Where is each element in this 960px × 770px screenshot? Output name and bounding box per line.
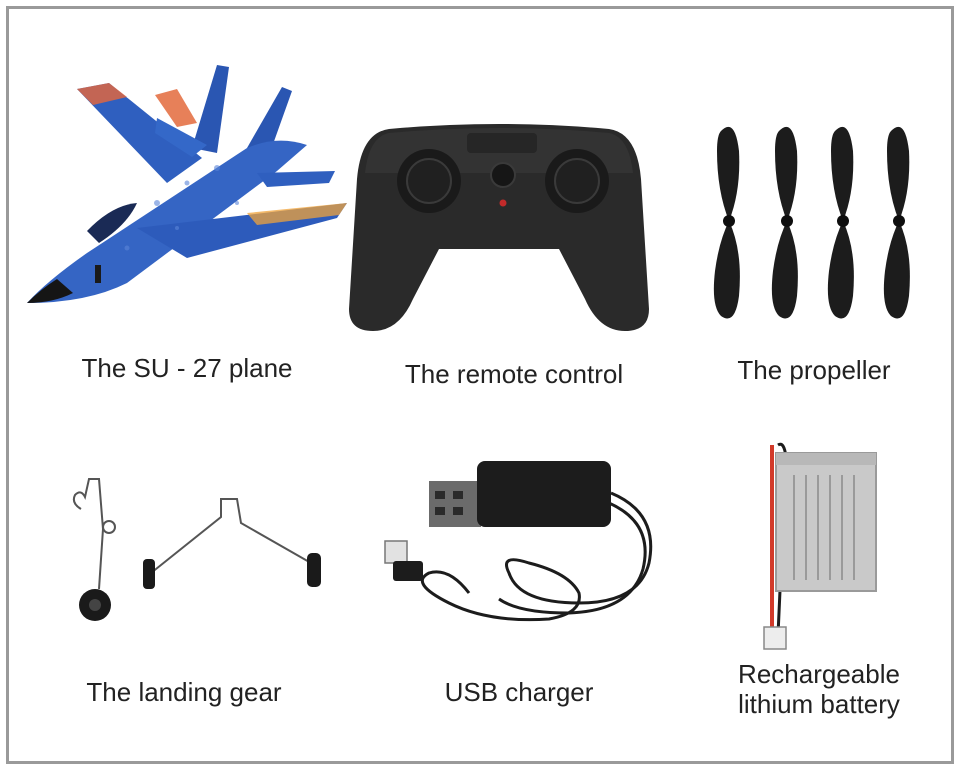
propeller-image xyxy=(713,126,910,319)
battery-item xyxy=(734,435,884,655)
landing-gear-caption: The landing gear xyxy=(86,677,282,707)
propeller-caption: The propeller xyxy=(737,355,891,385)
plane-item xyxy=(17,53,357,313)
remote-item xyxy=(349,119,649,334)
product-frame: The SU - 27 plane The remote control xyxy=(6,6,954,764)
battery-image xyxy=(763,442,877,650)
propeller-1 xyxy=(713,126,740,319)
usb-charger-caption: USB charger xyxy=(444,677,594,707)
remote-control-image xyxy=(349,124,649,331)
battery-caption-line1: Rechargeable xyxy=(738,659,900,689)
plane-caption: The SU - 27 plane xyxy=(81,353,293,383)
landing-gear-image xyxy=(72,478,321,621)
landing-gear-item xyxy=(59,469,349,634)
remote-caption: The remote control xyxy=(404,359,624,389)
propeller-item xyxy=(699,121,924,326)
usb-charger-item xyxy=(369,453,669,638)
usb-charger-image xyxy=(384,461,653,622)
propeller-2 xyxy=(771,126,798,319)
propeller-3 xyxy=(827,126,854,319)
battery-caption-line2: lithium battery xyxy=(738,689,900,719)
propeller-4 xyxy=(883,126,910,319)
su27-plane-image xyxy=(27,65,347,303)
battery-caption: Rechargeable lithium battery xyxy=(699,659,939,719)
